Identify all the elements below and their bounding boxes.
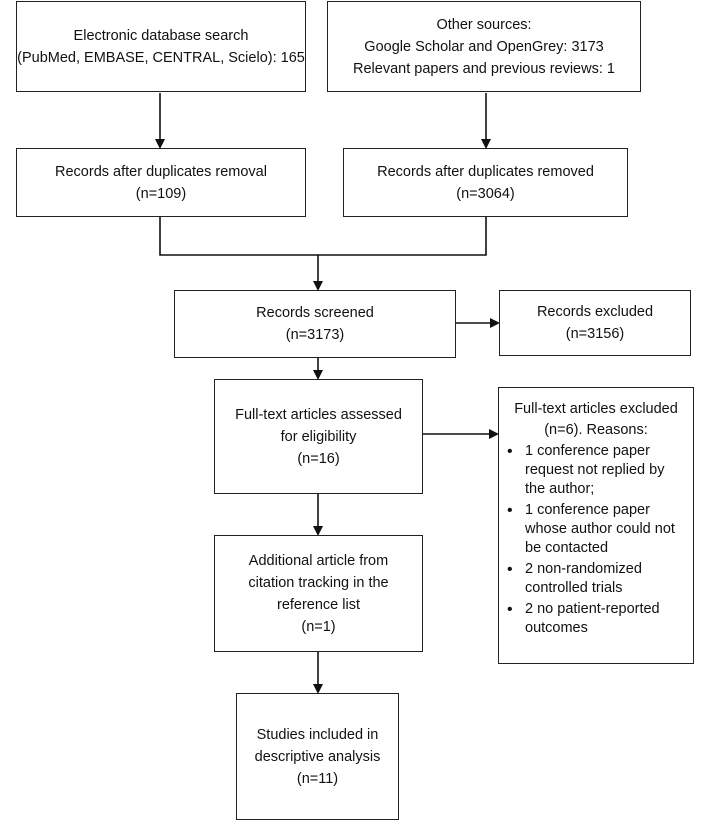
- records-excluded-line-2: (n=3156): [565, 326, 625, 342]
- duplicates-removed-right-box: Records after duplicates removed (n=3064…: [343, 148, 628, 217]
- fulltext-excluded-heading: Full-text articles excluded (n=6). Reaso…: [499, 398, 685, 440]
- records-screened-line-1: Records screened: [256, 305, 374, 321]
- exclusion-reason-item: 1 conference paper request not replied b…: [499, 442, 685, 499]
- merge-connector: [159, 217, 487, 256]
- additional-article-line-1: Additional article from: [248, 552, 389, 569]
- duplicates-removed-right-line-2: (n=3064): [456, 185, 515, 202]
- database-search-box: Electronic database search (PubMed, EMBA…: [16, 1, 306, 92]
- additional-article-line-3: reference list: [276, 596, 360, 613]
- duplicates-removal-left-line-2: (n=109): [135, 185, 187, 202]
- database-search-line-2: (PubMed, EMBASE, CENTRAL, Scielo): 165: [17, 49, 305, 66]
- fulltext-excluded-heading-line-2: (n=6). Reasons:: [544, 422, 648, 438]
- studies-included-box: Studies included in descriptive analysis…: [236, 693, 399, 820]
- duplicates-removal-left-line-1: Records after duplicates removal: [55, 163, 267, 180]
- duplicates-removed-right-line-1: Records after duplicates removed: [377, 163, 594, 180]
- studies-included-line-3: (n=11): [296, 770, 339, 787]
- studies-included-line-1: Studies included in: [256, 726, 379, 743]
- other-sources-box: Other sources: Google Scholar and OpenGr…: [327, 1, 641, 92]
- records-excluded-box: Records excluded (n=3156): [499, 290, 691, 356]
- exclusion-reason-item: 1 conference paper whose author could no…: [499, 501, 685, 558]
- fulltext-assessed-box: Full-text articles assessed for eligibil…: [214, 379, 423, 494]
- additional-article-box: Additional article from citation trackin…: [214, 535, 423, 652]
- other-sources-line-2: Google Scholar and OpenGrey: 3173: [364, 38, 604, 55]
- duplicates-removal-left-box: Records after duplicates removal (n=109): [16, 148, 306, 217]
- additional-article-line-4: (n=1): [301, 618, 336, 635]
- exclusion-reasons-list: 1 conference paper request not replied b…: [499, 442, 685, 638]
- other-sources-line-1: Other sources:: [436, 16, 532, 33]
- exclusion-reason-item: 2 non-randomized controlled trials: [499, 560, 685, 598]
- fulltext-excluded-heading-line-1: Full-text articles excluded: [514, 401, 678, 417]
- fulltext-excluded-box: Full-text articles excluded (n=6). Reaso…: [498, 387, 694, 664]
- additional-article-line-2: citation tracking in the: [248, 574, 389, 591]
- fulltext-assessed-line-2: for eligibility: [280, 428, 357, 445]
- exclusion-reason-item: 2 no patient-reported outcomes: [499, 600, 685, 638]
- database-search-line-1: Electronic database search: [73, 27, 249, 44]
- fulltext-assessed-line-3: (n=16): [297, 450, 340, 467]
- records-excluded-line-1: Records excluded: [536, 304, 654, 320]
- records-screened-box: Records screened (n=3173): [174, 290, 456, 358]
- other-sources-line-3: Relevant papers and previous reviews: 1: [353, 60, 615, 77]
- fulltext-assessed-line-1: Full-text articles assessed: [235, 406, 402, 423]
- studies-included-line-2: descriptive analysis: [254, 748, 381, 765]
- records-screened-line-2: (n=3173): [285, 327, 345, 343]
